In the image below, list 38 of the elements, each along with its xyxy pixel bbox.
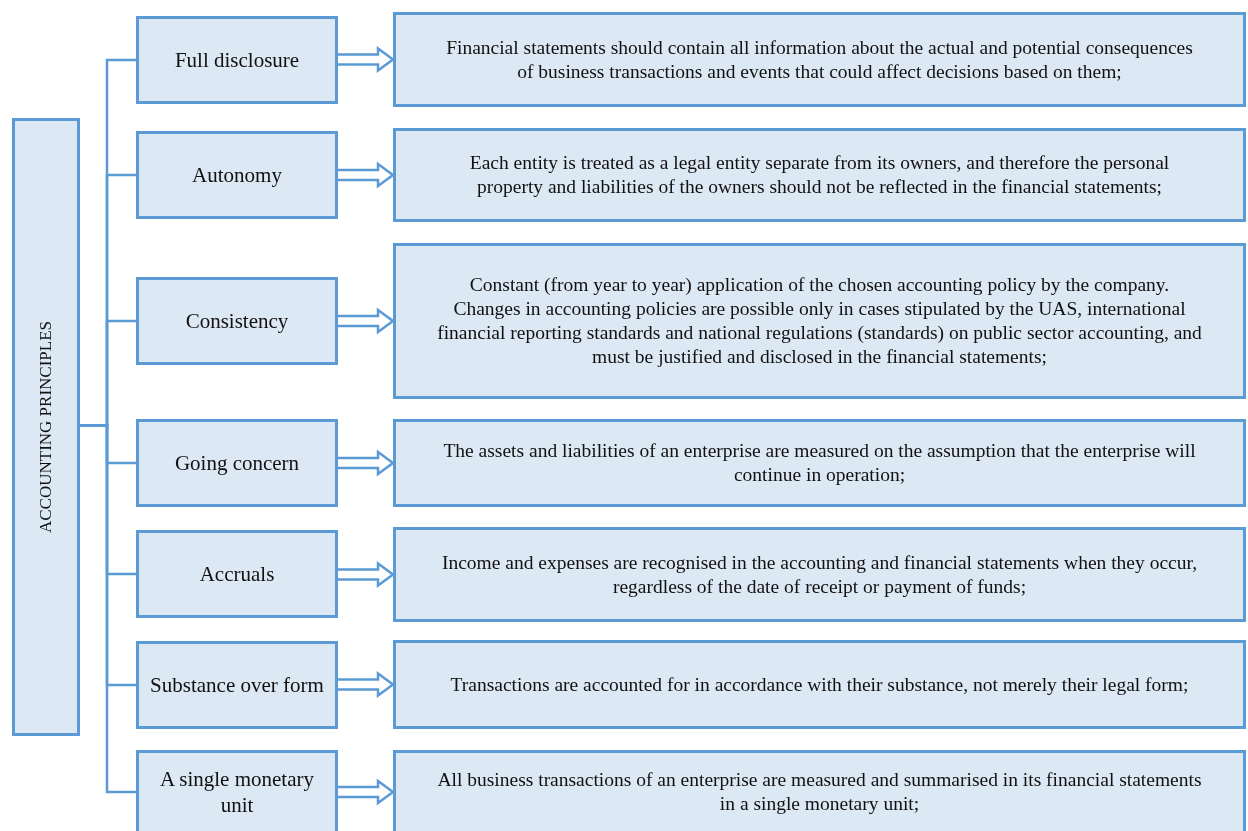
hollow-arrow — [336, 778, 396, 806]
hollow-arrow — [336, 307, 396, 335]
principle-box — [136, 419, 338, 507]
principle-label: Full disclosure — [174, 46, 300, 74]
principle-label: A single monetary unit — [159, 765, 315, 819]
hollow-arrow — [336, 671, 396, 698]
principle-label: Going concern — [174, 449, 300, 477]
hollow-arrow — [336, 449, 396, 477]
principle-box — [136, 16, 338, 104]
description-box — [393, 12, 1246, 107]
description-box — [393, 243, 1246, 399]
principle-label: Accruals — [199, 560, 275, 588]
principle-box — [136, 131, 338, 219]
principle-label: Substance over form — [150, 671, 324, 699]
hollow-arrow — [336, 561, 396, 588]
description-box — [393, 640, 1246, 729]
hollow-arrow — [336, 46, 396, 73]
principle-box — [136, 641, 338, 729]
description-text: Income and expenses are recognised in the accounting and financial statements when they occur, regardless of the date of receipt or payment of funds; — [440, 550, 1199, 599]
description-box — [393, 419, 1246, 507]
description-text: The assets and liabilities of an enterprise are measured on the assumption that the enterprise will continue in operation; — [442, 439, 1197, 487]
description-text: Each entity is treated as a legal entity separate from its owners, and therefore the personal property and liabilities of the owners should not be reflected in the financial statements; — [468, 151, 1171, 199]
principle-label: Autonomy — [192, 161, 282, 189]
principle-box — [136, 750, 338, 831]
description-text: All business transactions of an enterprise are measured and summarised in its financial statements in a single monetary unit; — [436, 768, 1203, 816]
description-text: Transactions are accounted for in accordance with their substance, not merely their legal form; — [450, 672, 1189, 697]
hollow-arrow — [336, 161, 396, 189]
principle-label: Consistency — [185, 307, 289, 335]
description-text: Financial statements should contain all information about the actual and potential consequences of business transactions and events that could affect decisions based on them; — [445, 35, 1194, 84]
description-box — [393, 750, 1246, 831]
description-text: Constant (from year to year) application of the chosen accounting policy by the company. Changes in accounting policies are possible only in cases stipulated by the UAS, international financial reporting standards and national regulations (standards) on public sector accounting, and must be justified and disclosed in the financial statements; — [436, 273, 1203, 369]
principle-box — [136, 530, 338, 618]
title-box — [12, 118, 80, 736]
connector-line — [80, 423, 136, 794]
principle-box — [136, 277, 338, 365]
description-box — [393, 527, 1246, 622]
description-box — [393, 128, 1246, 222]
title-text: ACCOUNTING PRINCIPLES — [36, 321, 56, 533]
